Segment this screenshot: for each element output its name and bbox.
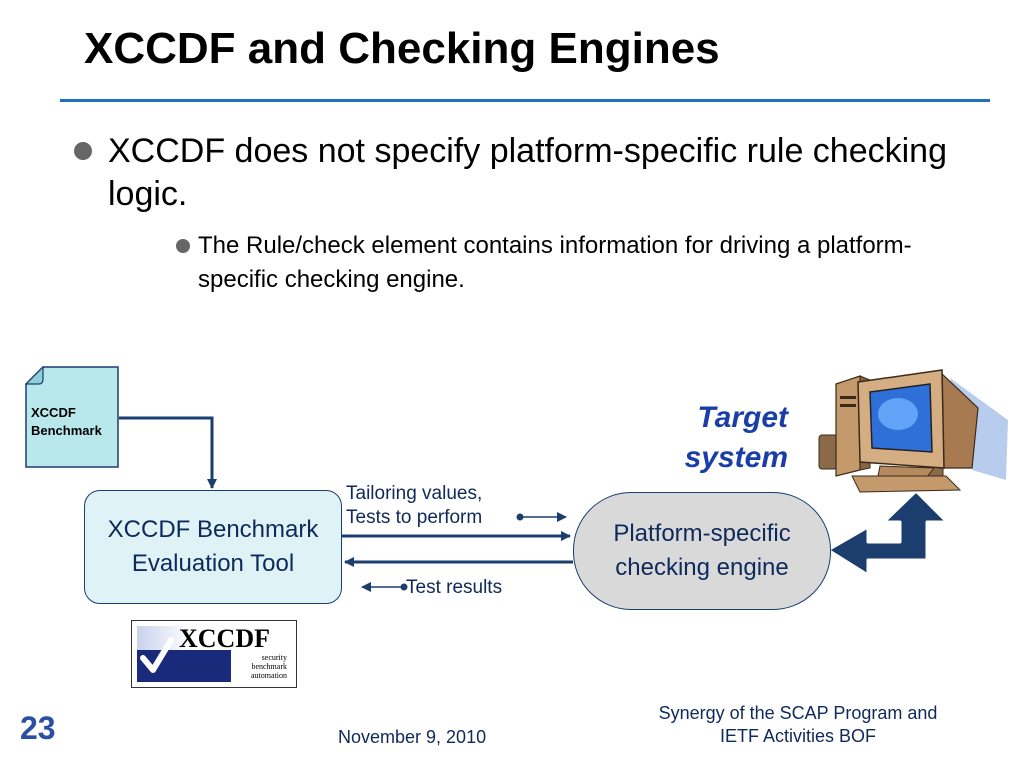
tailoring-label: Tailoring values, Tests to perform [346,482,482,530]
target-to-engine-arrow [826,489,949,577]
slide-title: XCCDF and Checking Engines [84,24,720,73]
xccdf-logo-tag2: benchmark [251,662,287,671]
document-label-line2: Benchmark [31,423,102,438]
bullet-dot-icon [74,142,92,160]
target-line2: system [684,441,788,474]
document-label: XCCDF Benchmark [31,404,102,440]
main-bullet-text: XCCDF does not specify platform-specific… [108,132,947,213]
document-icon [25,366,119,468]
checking-engine-line2: checking engine [615,554,789,581]
results-callout-dot [400,583,408,591]
tailoring-callout-dot [516,513,524,521]
tailoring-label-line1: Tailoring values, [346,483,483,504]
footer-date: November 9, 2010 [338,727,487,747]
evaluation-tool-line2: Evaluation Tool [131,550,295,577]
tailoring-label-line2: Tests to perform [346,507,483,528]
xccdf-logo-graphic: XCCDF security benchmark automation [131,620,297,688]
evaluation-tool-box: XCCDF Benchmark Evaluation Tool [84,490,342,604]
evaluation-tool-line1: XCCDF Benchmark [107,516,319,543]
test-results-label: Test results [406,577,503,598]
sub-bullet-text: The Rule/check element contains informat… [198,232,912,293]
checking-engine-box: Platform-specific checking engine [573,492,831,610]
xccdf-logo-tag1: security [262,653,287,662]
footer-event-line1: Synergy of the SCAP Program and [658,703,938,723]
sub-bullet: The Rule/check element contains informat… [176,229,956,297]
footer-event-line2: IETF Activities BOF [719,726,877,746]
slide-number: 23 [20,710,56,746]
doc-to-tool-arrow [119,416,217,489]
bullet-dot-icon [176,239,190,253]
checking-engine-line1: Platform-specific [613,520,791,547]
xccdf-logo: XCCDF security benchmark automation [131,620,297,688]
footer-event: Synergy of the SCAP Program and IETF Act… [630,702,966,748]
xccdf-logo-text: XCCDF [179,624,270,653]
title-divider [60,99,990,102]
xccdf-logo-tag3: automation [251,671,287,680]
document-label-line1: XCCDF [31,405,76,420]
target-line1: Target [697,401,788,434]
target-system-label: Target system [640,398,788,478]
main-bullet: XCCDF does not specify platform-specific… [74,130,954,216]
